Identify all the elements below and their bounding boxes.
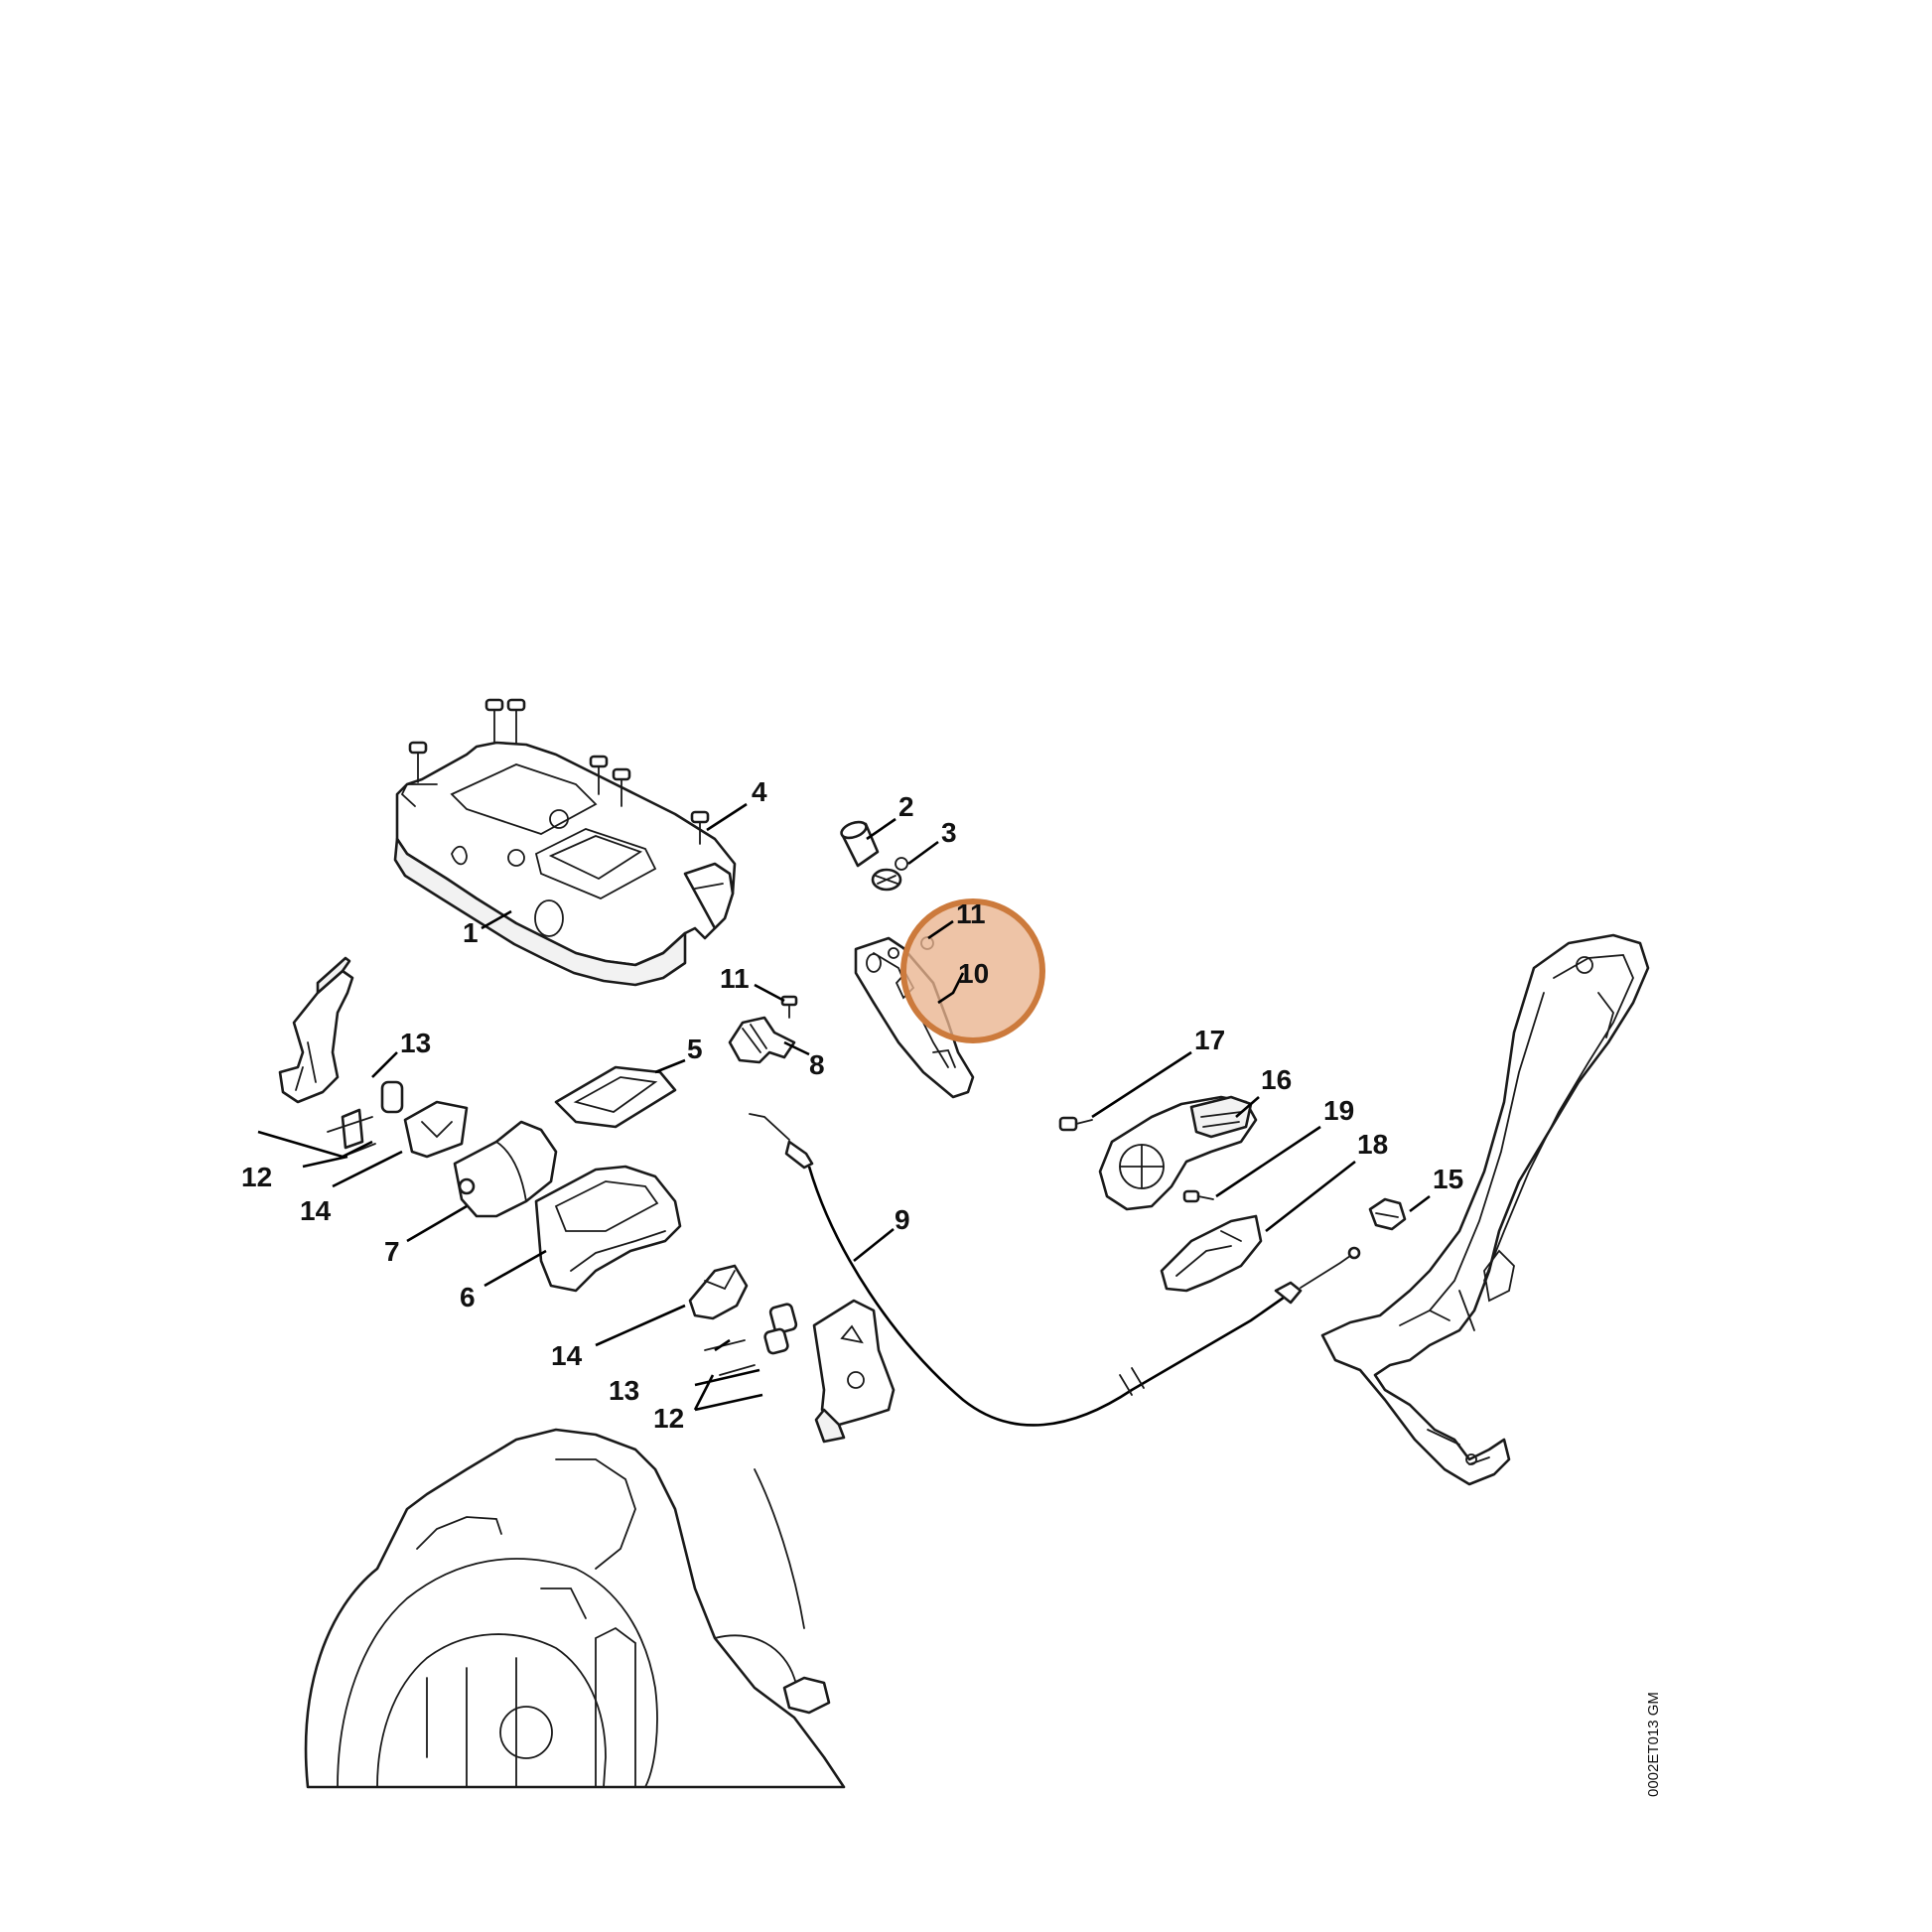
callout-12-left: 12 (241, 1162, 272, 1192)
callout-2: 2 (898, 791, 914, 822)
part-2-sleeve (840, 820, 880, 868)
part-7-cover-shell (453, 1120, 558, 1218)
left-lever-assembly (278, 956, 469, 1159)
part-15-nut (1368, 1197, 1407, 1231)
callout-11-upper: 11 (956, 898, 986, 929)
blower-housing (304, 1428, 846, 1789)
callout-1: 1 (463, 917, 479, 948)
callout-3: 3 (941, 817, 957, 848)
part-17-screw (1058, 1116, 1093, 1132)
callout-13-left: 13 (400, 1028, 431, 1058)
callout-17: 17 (1194, 1025, 1225, 1055)
part-8-valve (728, 1016, 796, 1064)
leader-lines (257, 802, 1431, 1412)
part-9-throttle-cable (749, 1113, 1361, 1427)
callout-7: 7 (384, 1236, 400, 1267)
callout-9: 9 (895, 1204, 910, 1235)
callout-4: 4 (752, 776, 767, 807)
part-5-gasket (554, 1065, 677, 1129)
part-1-control-housing (393, 698, 737, 987)
callout-6: 6 (460, 1282, 476, 1312)
callout-labels: 1 2 3 4 5 6 7 8 9 10 11 11 12 12 13 13 1… (241, 776, 1463, 1434)
part-3-nut (871, 857, 908, 892)
callout-15: 15 (1433, 1164, 1463, 1194)
highlight-marker (900, 898, 1045, 1043)
callout-14-left: 14 (300, 1195, 332, 1226)
callout-13-lower: 13 (609, 1375, 639, 1406)
callout-10: 10 (958, 958, 989, 989)
callout-14-lower: 14 (551, 1340, 583, 1371)
callout-5: 5 (687, 1034, 703, 1064)
callout-19: 19 (1323, 1095, 1354, 1126)
lower-lever-assembly (688, 1264, 896, 1444)
part-16-throttle-trigger (1098, 1095, 1258, 1211)
callout-11-lower: 11 (720, 963, 750, 994)
callout-16: 16 (1261, 1064, 1292, 1095)
callout-18: 18 (1357, 1129, 1388, 1160)
handle-frame (1320, 933, 1650, 1486)
part-18-lever (1160, 1214, 1263, 1293)
callout-8: 8 (809, 1049, 825, 1080)
drawing-code: 0002ET013 GM (1645, 1692, 1662, 1797)
part-19-screw (1182, 1189, 1214, 1203)
callout-12-lower: 12 (653, 1403, 684, 1434)
part-6-grip-frame (534, 1165, 682, 1293)
